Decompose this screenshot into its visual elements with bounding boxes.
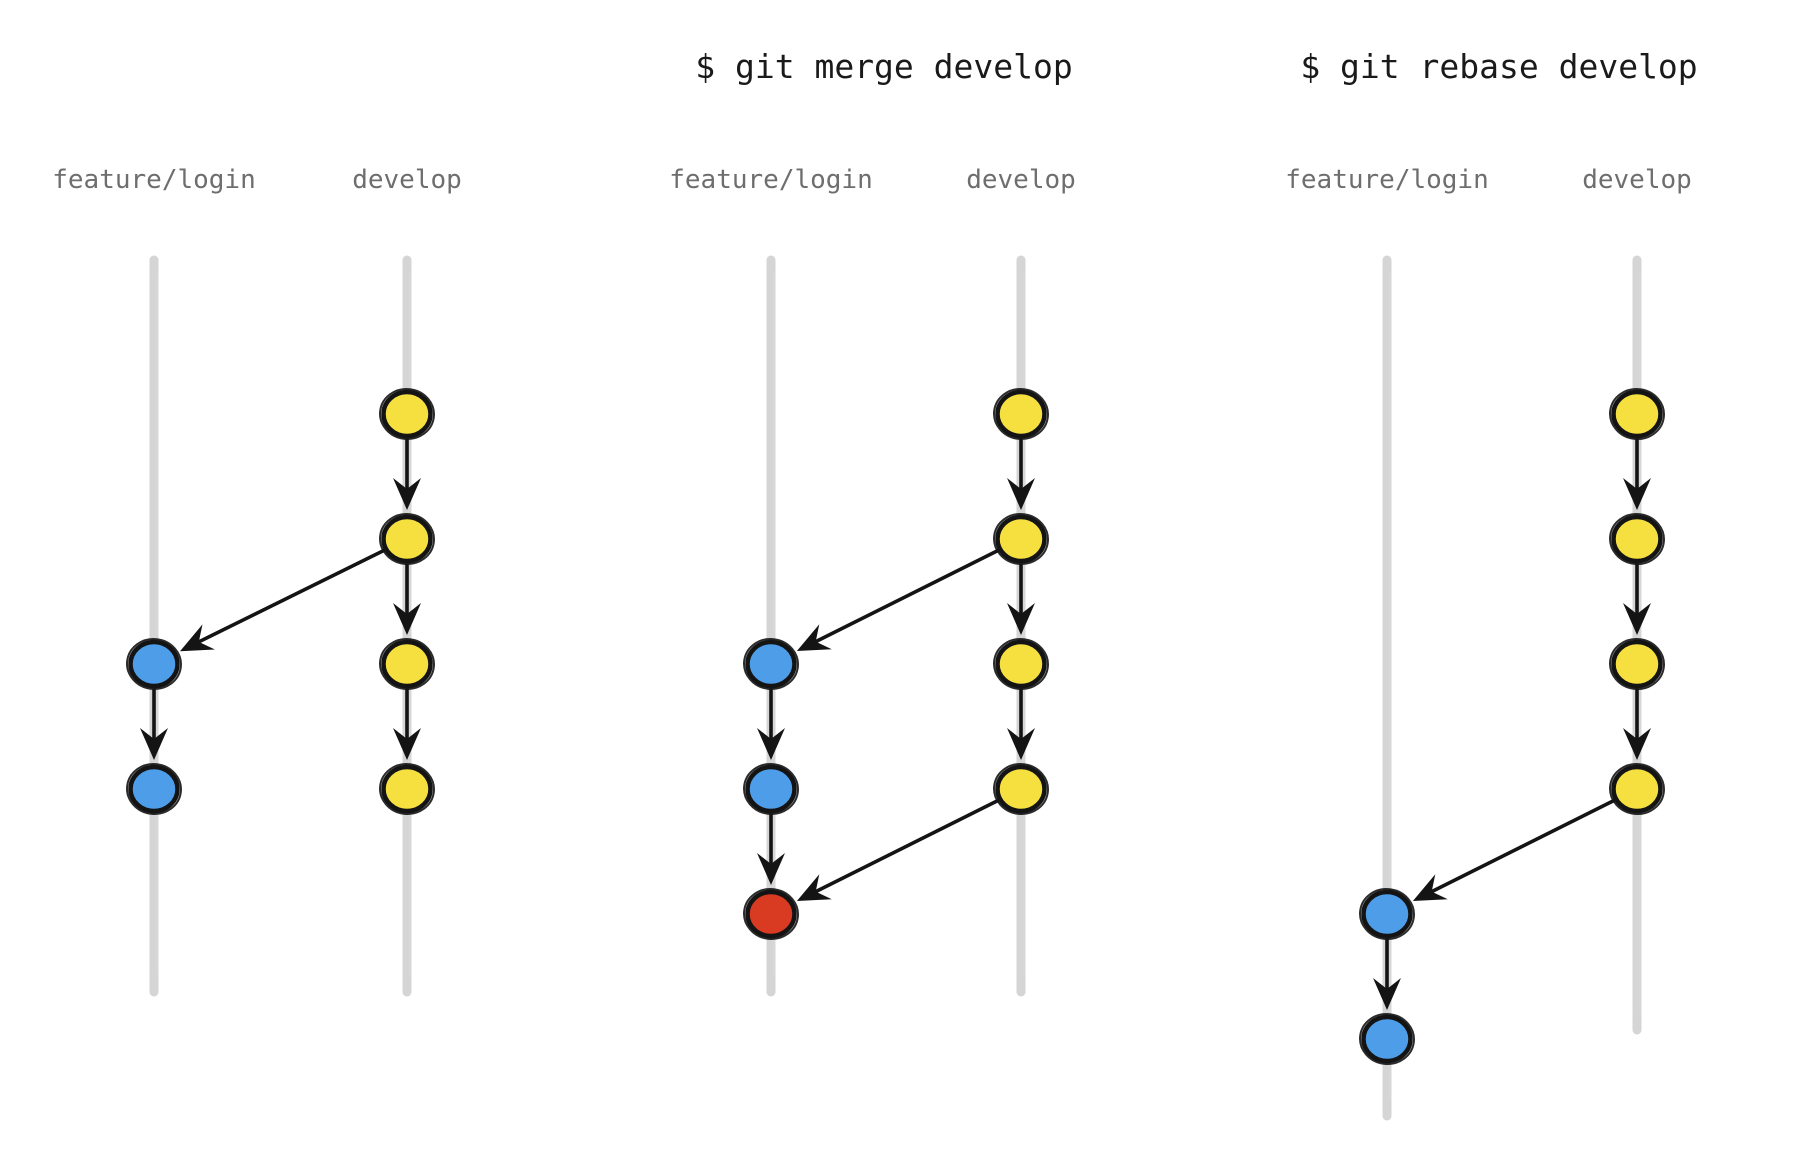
commit-circle-blue: [1361, 889, 1413, 939]
arrowhead-icon: [796, 624, 832, 651]
commit-sketch-outline: [126, 762, 182, 816]
commit-node-d3-yellow: [1609, 637, 1665, 691]
command-title-merge: $ git merge develop: [695, 47, 1073, 86]
commit-edge-d4-f1: [1427, 798, 1616, 895]
commit-sketch-outline: [1359, 1012, 1415, 1066]
commit-sketch-outline: [743, 887, 799, 941]
commit-sketch-outline: [993, 512, 1049, 566]
commit-edge-d4-m1: [811, 798, 1000, 895]
commit-sketch-outline: [1609, 512, 1665, 566]
branch-label-feature-login: feature/login: [1285, 165, 1489, 195]
commit-edge-d2-f1: [194, 548, 386, 645]
arrowhead-icon: [757, 728, 785, 760]
commit-sketch-outline: [379, 762, 435, 816]
commit-circle-yellow: [995, 514, 1047, 564]
commit-node-d1-yellow: [993, 387, 1049, 441]
commit-sketch-outline: [126, 637, 182, 691]
commit-sketch-outline: [1609, 387, 1665, 441]
arrowhead-icon: [1007, 478, 1035, 510]
commit-circle-yellow: [1611, 514, 1663, 564]
commit-node-d2-yellow: [993, 512, 1049, 566]
panel-before: feature/login develop: [52, 165, 462, 997]
commit-node-d2-yellow: [1609, 512, 1665, 566]
arrowhead-icon: [1623, 478, 1651, 510]
arrowhead-icon: [393, 728, 421, 760]
branch-label-feature-login: feature/login: [52, 165, 256, 195]
commit-node-d1-yellow: [379, 387, 435, 441]
commit-sketch-outline: [993, 762, 1049, 816]
commit-node-d3-yellow: [993, 637, 1049, 691]
commit-sketch-outline: [379, 637, 435, 691]
commit-node-d3-yellow: [379, 637, 435, 691]
commit-circle-blue: [1361, 1014, 1413, 1064]
commit-circle-blue: [128, 764, 180, 814]
commit-sketch-outline: [1359, 887, 1415, 941]
commit-sketch-outline: [379, 387, 435, 441]
commit-circle-yellow: [1611, 764, 1663, 814]
commit-node-f2-blue: [126, 762, 182, 816]
branch-label-feature-login: feature/login: [669, 165, 873, 195]
arrowhead-icon: [1373, 978, 1401, 1010]
commit-circle-yellow: [381, 389, 433, 439]
branch-label-develop: develop: [352, 165, 462, 195]
commit-node-f1-blue: [743, 637, 799, 691]
commit-circle-blue: [745, 639, 797, 689]
arrowhead-icon: [1623, 603, 1651, 635]
arrowhead-icon: [180, 624, 215, 652]
branch-label-develop: develop: [966, 165, 1076, 195]
commit-sketch-outline: [993, 637, 1049, 691]
arrowhead-icon: [393, 603, 421, 635]
commit-circle-yellow: [995, 389, 1047, 439]
commit-circle-yellow: [1611, 639, 1663, 689]
commit-sketch-outline: [1609, 762, 1665, 816]
arrowhead-icon: [1007, 603, 1035, 635]
commit-circle-red: [745, 889, 797, 939]
commit-circle-blue: [128, 639, 180, 689]
commit-circle-yellow: [995, 639, 1047, 689]
commit-node-m1-red: [743, 887, 799, 941]
commit-circle-blue: [745, 764, 797, 814]
commit-circle-yellow: [381, 639, 433, 689]
commit-sketch-outline: [379, 512, 435, 566]
commit-sketch-outline: [993, 387, 1049, 441]
arrowhead-icon: [140, 728, 168, 760]
commit-circle-yellow: [381, 764, 433, 814]
commit-node-f2-blue: [1359, 1012, 1415, 1066]
arrowhead-icon: [757, 853, 785, 885]
arrowhead-icon: [796, 874, 832, 901]
arrowhead-icon: [1412, 874, 1448, 901]
commit-circle-yellow: [995, 764, 1047, 814]
commit-node-f2-blue: [743, 762, 799, 816]
commit-node-d4-yellow: [1609, 762, 1665, 816]
commit-edge-d2-f1: [811, 548, 1000, 645]
arrowhead-icon: [1623, 728, 1651, 760]
commit-node-d2-yellow: [379, 512, 435, 566]
command-title-rebase: $ git rebase develop: [1300, 47, 1697, 86]
commit-node-f1-blue: [126, 637, 182, 691]
commit-node-d4-yellow: [379, 762, 435, 816]
commit-circle-yellow: [1611, 389, 1663, 439]
commit-node-d1-yellow: [1609, 387, 1665, 441]
commit-sketch-outline: [743, 637, 799, 691]
commit-node-f1-blue: [1359, 887, 1415, 941]
commit-node-d4-yellow: [993, 762, 1049, 816]
arrowhead-icon: [393, 478, 421, 510]
panel-merge: $ git merge develop feature/login develop: [669, 47, 1076, 997]
commit-sketch-outline: [743, 762, 799, 816]
commit-circle-yellow: [381, 514, 433, 564]
commit-sketch-outline: [1609, 637, 1665, 691]
panel-rebase: $ git rebase develop feature/login develop: [1285, 47, 1698, 1121]
arrowhead-icon: [1007, 728, 1035, 760]
branch-label-develop: develop: [1582, 165, 1692, 195]
